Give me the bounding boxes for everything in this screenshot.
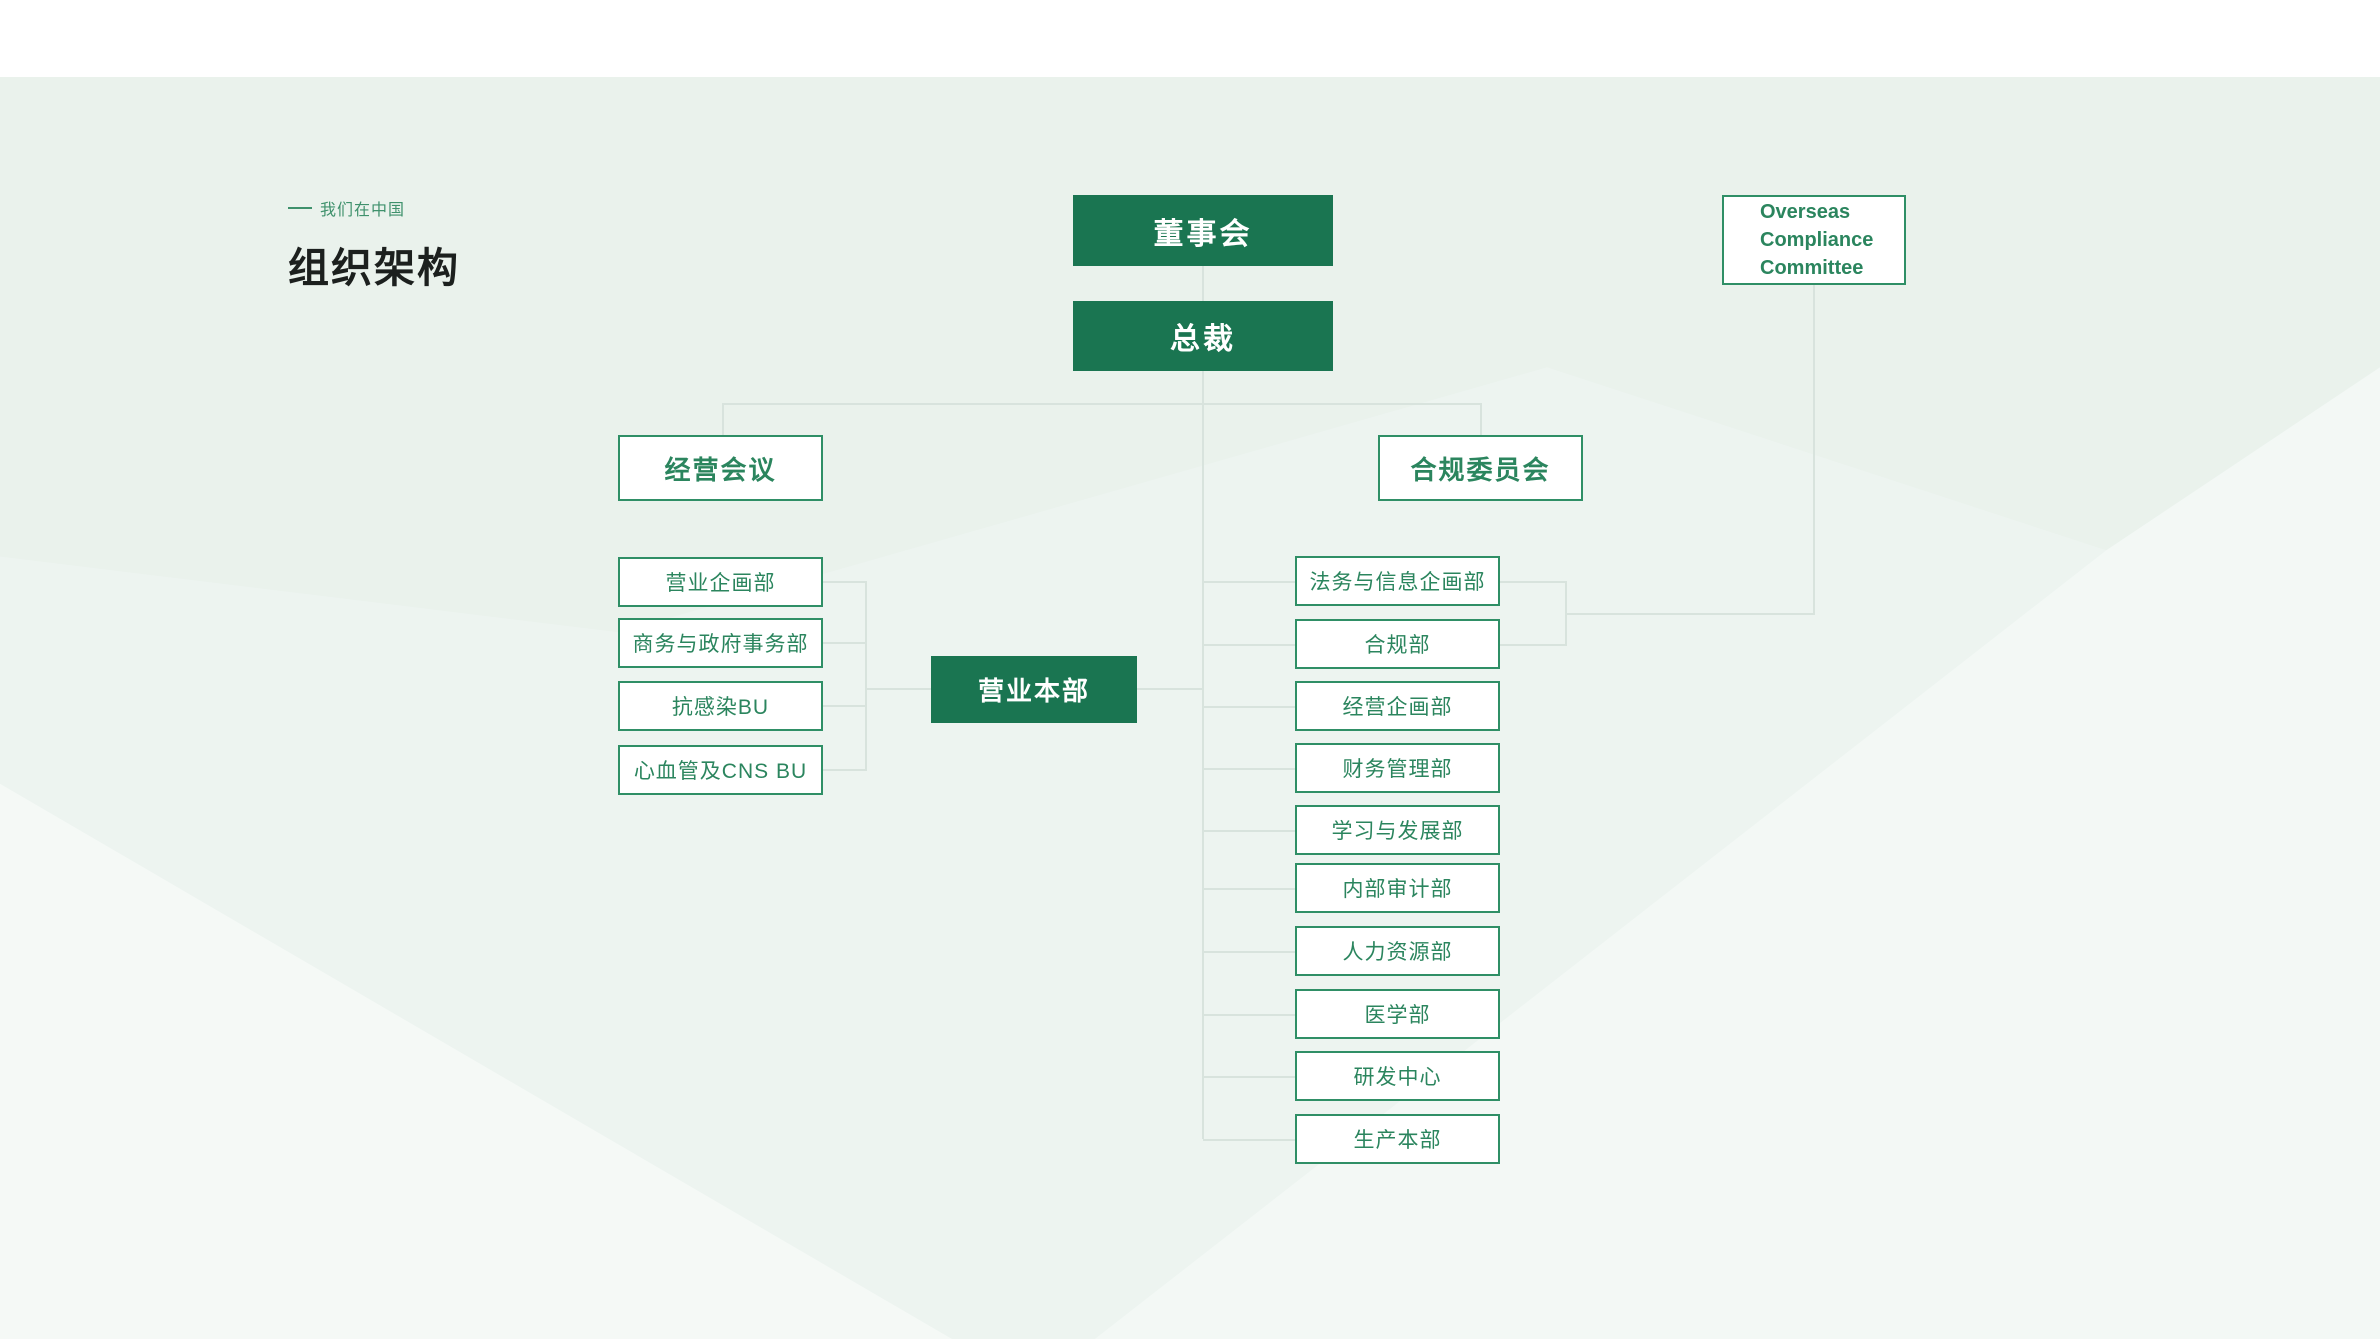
connector-line bbox=[1202, 371, 1204, 1139]
connector-line bbox=[1202, 266, 1204, 301]
connector-line bbox=[1203, 581, 1295, 583]
node-sales-dept: 营业企画部 bbox=[618, 557, 823, 607]
node-sales-division: 营业本部 bbox=[931, 656, 1137, 723]
connector-line bbox=[1203, 644, 1295, 646]
connector-line bbox=[823, 705, 865, 707]
node-sales-dept: 商务与政府事务部 bbox=[618, 618, 823, 668]
node-president-dept: 人力资源部 bbox=[1295, 926, 1500, 976]
eyebrow-dash-icon bbox=[288, 207, 312, 209]
node-president-dept: 法务与信息企画部 bbox=[1295, 556, 1500, 606]
node-management-meeting: 经营会议 bbox=[618, 435, 823, 501]
overseas-line-3: Committee bbox=[1760, 257, 1864, 279]
connector-line bbox=[1137, 688, 1203, 690]
connector-line bbox=[1203, 951, 1295, 953]
eyebrow: 我们在中国 bbox=[288, 196, 460, 220]
node-sales-dept: 抗感染BU bbox=[618, 681, 823, 731]
node-board-of-directors: 董事会 bbox=[1073, 195, 1333, 266]
connector-line bbox=[1203, 768, 1295, 770]
connector-line bbox=[1203, 830, 1295, 832]
node-compliance-committee: 合规委员会 bbox=[1378, 435, 1583, 501]
connector-line bbox=[1203, 1076, 1295, 1078]
node-sales-dept: 心血管及CNS BU bbox=[618, 745, 823, 795]
connector-line bbox=[823, 581, 865, 583]
node-overseas-compliance-committee: Overseas Compliance Committee bbox=[1722, 195, 1906, 285]
node-president-dept: 研发中心 bbox=[1295, 1051, 1500, 1101]
node-president-dept: 合规部 bbox=[1295, 619, 1500, 669]
connector-line bbox=[1203, 1014, 1295, 1016]
connector-line bbox=[1813, 285, 1815, 615]
overseas-line-2: Compliance bbox=[1760, 229, 1874, 251]
eyebrow-label: 我们在中国 bbox=[320, 202, 406, 219]
top-white-band bbox=[0, 0, 2380, 77]
overseas-line-1: Overseas bbox=[1760, 201, 1851, 223]
section-heading: 我们在中国 组织架构 bbox=[288, 196, 460, 294]
connector-line bbox=[823, 769, 865, 771]
connector-line bbox=[1565, 613, 1815, 615]
connector-line bbox=[1203, 1139, 1295, 1141]
connector-line bbox=[865, 581, 867, 771]
node-president-dept: 经营企画部 bbox=[1295, 681, 1500, 731]
connector-line bbox=[722, 403, 724, 435]
connector-line bbox=[823, 642, 865, 644]
connector-line bbox=[1500, 644, 1565, 646]
connector-line bbox=[865, 688, 931, 690]
node-president-dept: 学习与发展部 bbox=[1295, 805, 1500, 855]
node-president-dept: 生产本部 bbox=[1295, 1114, 1500, 1164]
node-president-dept: 医学部 bbox=[1295, 989, 1500, 1039]
connector-line bbox=[1565, 581, 1567, 646]
page-title: 组织架构 bbox=[288, 245, 460, 291]
connector-line bbox=[1203, 888, 1295, 890]
connector-line bbox=[1480, 403, 1482, 435]
node-president-dept: 财务管理部 bbox=[1295, 743, 1500, 793]
connector-line bbox=[1500, 581, 1565, 583]
node-president-dept: 内部审计部 bbox=[1295, 863, 1500, 913]
connector-line bbox=[722, 403, 1482, 405]
node-president: 总裁 bbox=[1073, 301, 1333, 371]
connector-line bbox=[1203, 706, 1295, 708]
